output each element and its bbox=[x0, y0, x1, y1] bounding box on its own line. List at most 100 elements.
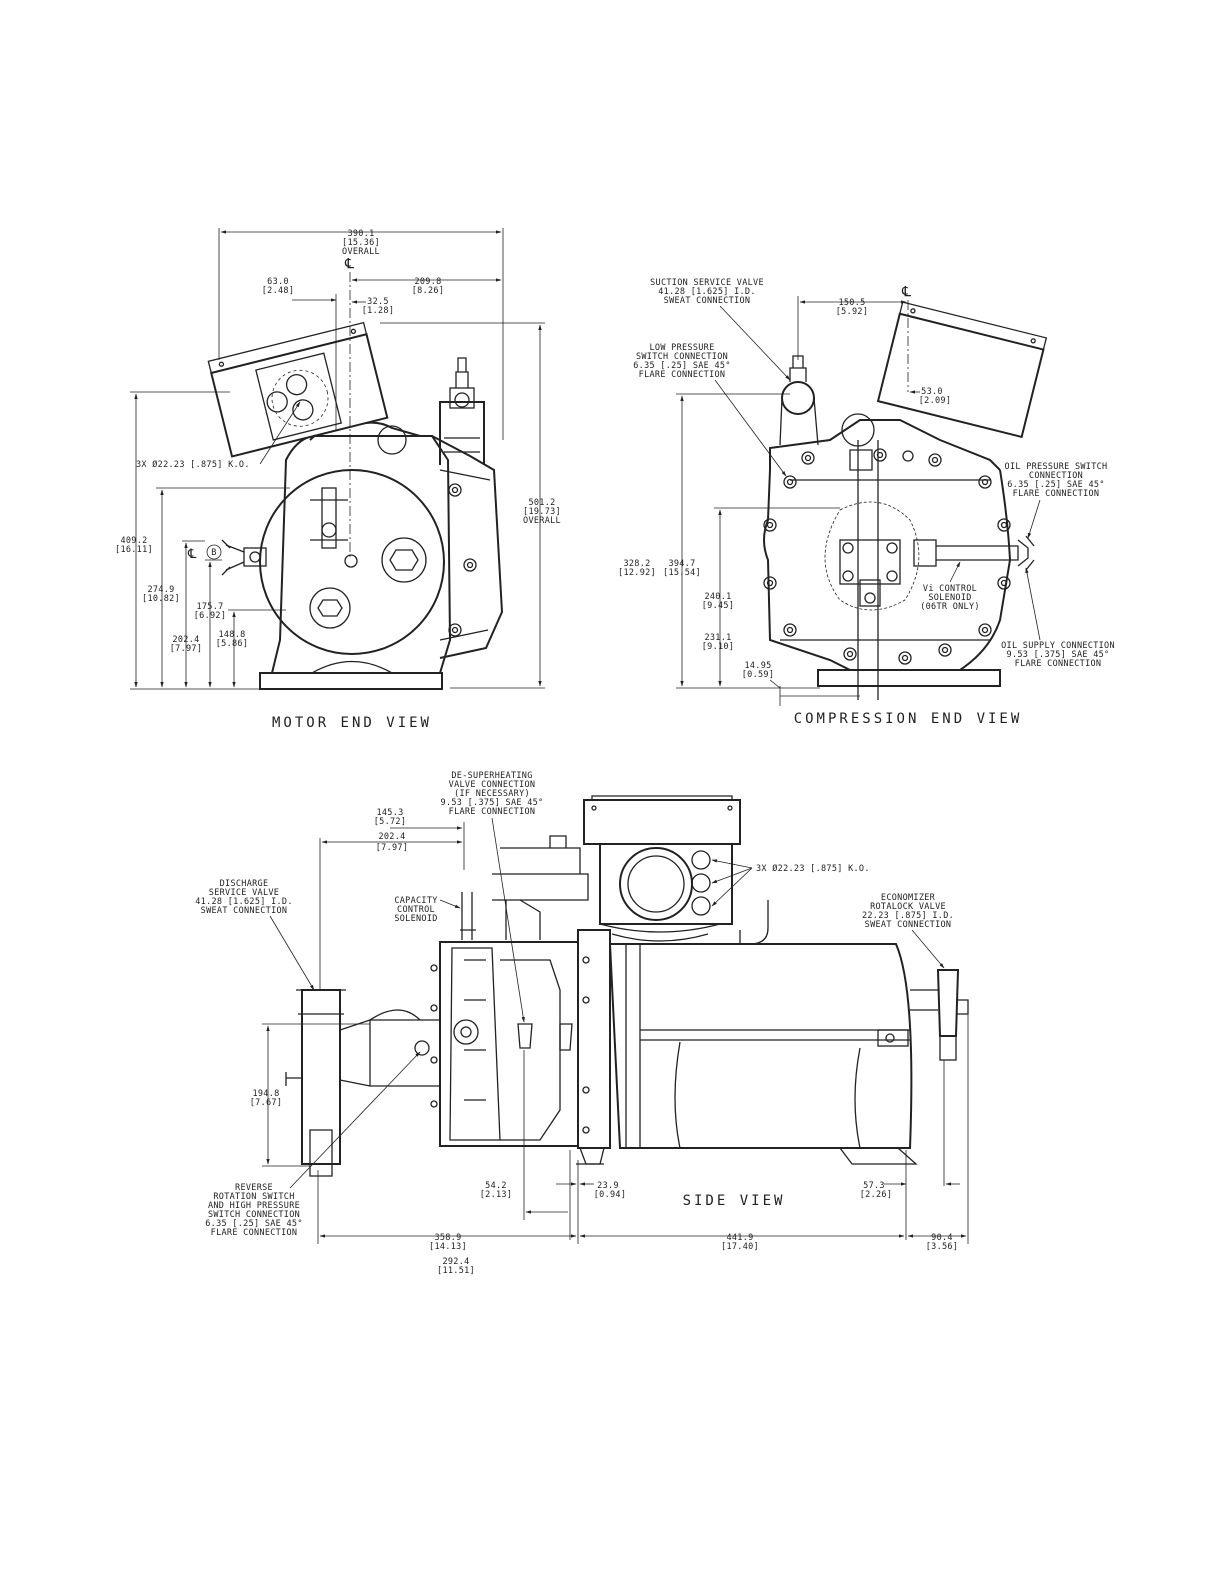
reverse-line-3: AND HIGH PRESSURE bbox=[208, 1201, 300, 1211]
desuperheat-line-5: FLARE CONNECTION bbox=[449, 807, 536, 817]
dim-390-1-in: [15.36] bbox=[342, 238, 380, 248]
oil-supply-line-2: 9.53 [.375] SAE 45° bbox=[1007, 650, 1110, 660]
side-view-title: SIDE VIEW bbox=[683, 1193, 786, 1209]
compression-end-view: ℄ 150.5 [5.92] 53.0 [2.09] SUCTION SERVI… bbox=[618, 278, 1115, 727]
desuperheat-line-3: (IF NECESSARY) bbox=[454, 789, 530, 799]
discharge-line-3: 41.28 [1.625] I.D. bbox=[195, 897, 293, 907]
dim-358-9: 358.9 bbox=[434, 1233, 461, 1243]
motor-centerline-left: ℄ bbox=[187, 547, 197, 562]
dim-148-8: 148.8 bbox=[218, 630, 245, 640]
oil-supply-line-1: OIL SUPPLY CONNECTION bbox=[1001, 641, 1115, 651]
dim-150-5: 150.5 bbox=[838, 298, 865, 308]
dim-175-7-in: [6.92] bbox=[194, 611, 227, 621]
desuperheat-line-2: VALVE CONNECTION bbox=[449, 780, 536, 790]
compression-end-body bbox=[763, 301, 1048, 700]
dim-63-0-in: [2.48] bbox=[262, 286, 295, 296]
dim-32-5: 32.5 bbox=[367, 297, 389, 307]
reverse-line-2: ROTATION SWITCH bbox=[213, 1192, 294, 1202]
oil-pressure-line-2: CONNECTION bbox=[1029, 471, 1083, 481]
dim-148-8-in: [5.86] bbox=[216, 639, 249, 649]
discharge-line-2: SERVICE VALVE bbox=[209, 888, 279, 898]
dim-209-8: 209.8 bbox=[414, 277, 441, 287]
dim-390-1: 390.1 bbox=[347, 229, 374, 239]
dim-274-9-in: [10.82] bbox=[142, 594, 180, 604]
side-view: DE-SUPERHEATING VALVE CONNECTION (IF NEC… bbox=[195, 771, 969, 1276]
oil-supply-line-3: FLARE CONNECTION bbox=[1015, 659, 1102, 669]
compression-end-dimensions: ℄ 150.5 [5.92] 53.0 [2.09] SUCTION SERVI… bbox=[618, 278, 1115, 706]
dim-394-7-in: [15.54] bbox=[663, 568, 701, 578]
capacity-line-2: CONTROL bbox=[397, 905, 435, 915]
dim-54-2-in: [2.13] bbox=[480, 1190, 513, 1200]
dim-441-9: 441.9 bbox=[726, 1233, 753, 1243]
reverse-line-1: REVERSE bbox=[235, 1183, 273, 1193]
dim-240-1: 240.1 bbox=[704, 592, 731, 602]
compression-bolts bbox=[763, 448, 1011, 665]
dim-202-4-in: [7.97] bbox=[170, 644, 203, 654]
low-pressure-line-4: FLARE CONNECTION bbox=[639, 370, 726, 380]
compression-end-view-title: COMPRESSION END VIEW bbox=[794, 711, 1023, 727]
dim-90-4: 90.4 bbox=[931, 1233, 953, 1243]
dim-145-3-in: [5.72] bbox=[374, 817, 407, 827]
economizer-line-3: 22.23 [.875] I.D. bbox=[862, 911, 954, 921]
reverse-line-5: 6.35 [.25] SAE 45° bbox=[205, 1219, 303, 1229]
dim-150-5-in: [5.92] bbox=[836, 307, 869, 317]
discharge-line-4: SWEAT CONNECTION bbox=[201, 906, 288, 916]
side-body bbox=[285, 795, 969, 1177]
low-pressure-line-2: SWITCH CONNECTION bbox=[636, 352, 728, 362]
vi-control-line-1: Vi CONTROL bbox=[923, 584, 977, 594]
dim-54-2: 54.2 bbox=[485, 1181, 507, 1191]
capacity-line-3: SOLENOID bbox=[394, 914, 437, 924]
motor-end-view-title: MOTOR END VIEW bbox=[272, 715, 432, 731]
dim-501-2-note: OVERALL bbox=[523, 516, 561, 526]
vi-control-line-2: SOLENOID bbox=[928, 593, 971, 603]
dim-292-4-in: [11.51] bbox=[437, 1266, 475, 1276]
low-pressure-line-3: 6.35 [.25] SAE 45° bbox=[633, 361, 731, 371]
dim-90-4-in: [3.56] bbox=[926, 1242, 959, 1252]
dim-194-8-in: [7.67] bbox=[250, 1098, 283, 1108]
dim-63-0: 63.0 bbox=[267, 277, 289, 287]
economizer-line-2: ROTALOCK VALVE bbox=[870, 902, 946, 912]
dim-14-95: 14.95 bbox=[744, 661, 771, 671]
dim-202-4-side: 202.4 bbox=[378, 832, 405, 842]
dim-501-2-in: [19.73] bbox=[523, 507, 561, 517]
dim-57-3-in: [2.26] bbox=[860, 1190, 893, 1200]
dim-57-3: 57.3 bbox=[863, 1181, 885, 1191]
reverse-line-4: SWITCH CONNECTION bbox=[208, 1210, 300, 1220]
dim-274-9: 274.9 bbox=[147, 585, 174, 595]
discharge-line-1: DISCHARGE bbox=[220, 879, 269, 889]
dim-394-7: 394.7 bbox=[668, 559, 695, 569]
suction-line-2: 41.28 [1.625] I.D. bbox=[658, 287, 756, 297]
dim-53-0-in: [2.09] bbox=[919, 396, 952, 406]
dim-14-95-in: [0.59] bbox=[742, 670, 775, 680]
dim-209-8-in: [8.26] bbox=[412, 286, 445, 296]
motor-centerline-symbol: ℄ bbox=[344, 256, 354, 272]
dim-409-2-in: [16.11] bbox=[115, 545, 153, 555]
balloon-b: B bbox=[211, 548, 216, 558]
dim-23-9: 23.9 bbox=[597, 1181, 619, 1191]
suction-line-3: SWEAT CONNECTION bbox=[664, 296, 751, 306]
dim-328-2: 328.2 bbox=[623, 559, 650, 569]
side-ko-label: 3X Ø22.23 [.875] K.O. bbox=[756, 863, 870, 874]
dim-409-2: 409.2 bbox=[120, 536, 147, 546]
motor-ko-label: 3X Ø22.23 [.875] K.O. bbox=[136, 459, 250, 470]
dim-231-1: 231.1 bbox=[704, 633, 731, 643]
dim-32-5-in: [1.28] bbox=[362, 306, 395, 316]
economizer-line-1: ECONOMIZER bbox=[881, 893, 936, 903]
comp-centerline-symbol: ℄ bbox=[901, 284, 911, 300]
dim-194-8: 194.8 bbox=[252, 1089, 279, 1099]
dim-441-9-in: [17.40] bbox=[721, 1242, 759, 1252]
dim-390-1-note: OVERALL bbox=[342, 247, 380, 257]
reverse-line-6: FLARE CONNECTION bbox=[211, 1228, 298, 1238]
oil-pressure-line-4: FLARE CONNECTION bbox=[1013, 489, 1100, 499]
dim-202-4-side-in: [7.97] bbox=[376, 843, 409, 853]
dim-231-1-in: [9.10] bbox=[702, 642, 735, 652]
suction-line-1: SUCTION SERVICE VALVE bbox=[650, 278, 764, 288]
dim-202-4: 202.4 bbox=[172, 635, 199, 645]
dim-501-2: 501.2 bbox=[528, 498, 555, 508]
dim-175-7: 175.7 bbox=[196, 602, 223, 612]
oil-pressure-line-3: 6.35 [.25] SAE 45° bbox=[1007, 480, 1105, 490]
motor-end-body bbox=[207, 321, 504, 690]
dim-240-1-in: [9.45] bbox=[702, 601, 735, 611]
capacity-line-1: CAPACITY bbox=[394, 896, 437, 906]
desuperheat-line-4: 9.53 [.375] SAE 45° bbox=[441, 798, 544, 808]
